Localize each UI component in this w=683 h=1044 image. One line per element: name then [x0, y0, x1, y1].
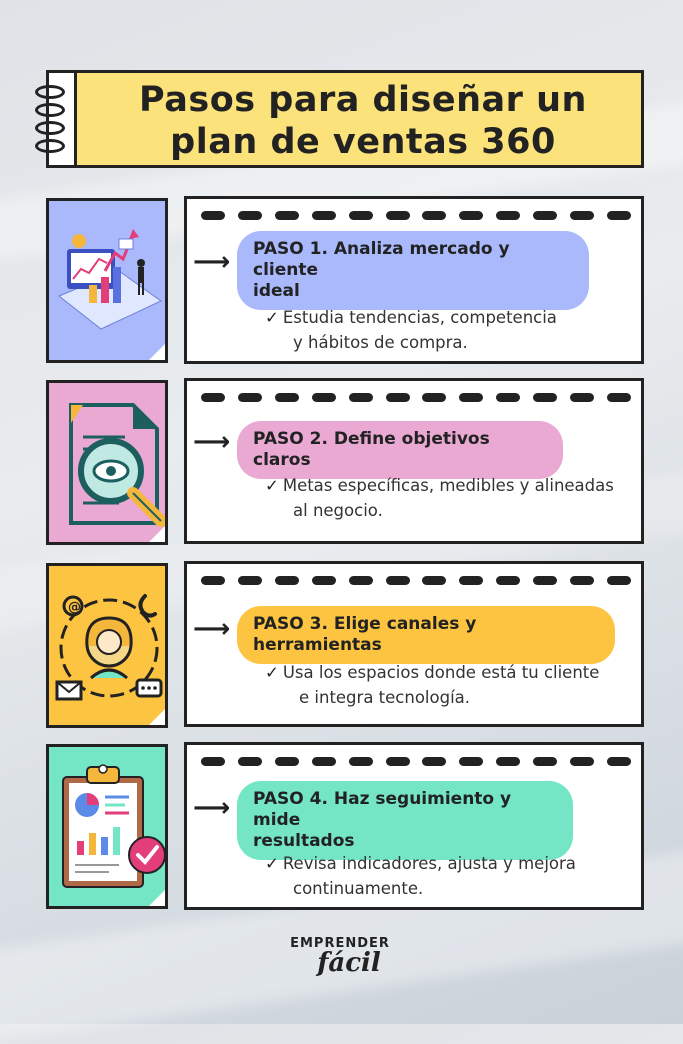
arrow-right-icon: ⟶: [193, 427, 231, 457]
arrow-right-icon: ⟶: [193, 793, 231, 823]
page-title: Pasos para diseñar un plan de ventas 360: [139, 80, 587, 162]
analytics-dashboard-icon: [58, 229, 162, 330]
title-banner: Pasos para diseñar un plan de ventas 360: [35, 70, 644, 168]
customer-channels-icon: @: [55, 594, 163, 701]
notebook-holes: [201, 757, 631, 767]
step-3-label: PASO 3. Elige canales y herramientas: [237, 606, 615, 664]
notebook-spine: [35, 73, 77, 165]
spiral-ring-icon: [35, 85, 65, 99]
step-3-description: ✓Usa los espacios donde está tu cliente …: [265, 663, 600, 707]
checkmark-icon: ✓: [265, 854, 279, 873]
notebook-holes: [201, 211, 631, 221]
notebook-holes: [201, 393, 631, 403]
step-1-card: ⟶ PASO 1. Analiza mercado y cliente idea…: [184, 196, 644, 364]
brand-logo: EMPRENDER fácil: [290, 936, 390, 978]
checkmark-icon: ✓: [265, 663, 279, 682]
notebook-holes: [201, 576, 631, 586]
step-2-icon-card: [46, 380, 168, 545]
spiral-ring-icon: [35, 103, 65, 117]
step-4-card: ⟶ PASO 4. Haz seguimiento y mide resulta…: [184, 742, 644, 910]
arrow-right-icon: ⟶: [193, 614, 231, 644]
spiral-ring-icon: [35, 139, 65, 153]
spiral-ring-icon: [35, 121, 65, 135]
step-1-description: ✓Estudia tendencias, competencia y hábit…: [265, 308, 557, 352]
step-4-label: PASO 4. Haz seguimiento y mide resultado…: [237, 781, 573, 860]
svg-text:@: @: [68, 600, 81, 615]
step-1-icon-card: [46, 198, 168, 363]
step-3-icon-card: @: [46, 563, 168, 728]
arrow-right-icon: ⟶: [193, 247, 231, 277]
step-3-card: ⟶ PASO 3. Elige canales y herramientas ✓…: [184, 561, 644, 727]
step-1-label: PASO 1. Analiza mercado y cliente ideal: [237, 231, 589, 310]
document-magnifier-eye-icon: [69, 403, 165, 527]
step-4-icon-card: [46, 744, 168, 909]
step-2-card: ⟶ PASO 2. Define objetivos claros ✓Metas…: [184, 378, 644, 544]
checkmark-icon: ✓: [265, 476, 279, 495]
checkmark-icon: ✓: [265, 308, 279, 327]
step-4-description: ✓Revisa indicadores, ajusta y mejora con…: [265, 854, 576, 898]
clipboard-report-check-icon: [62, 764, 165, 888]
step-2-label: PASO 2. Define objetivos claros: [237, 421, 563, 479]
step-2-description: ✓Metas específicas, medibles y alineadas…: [265, 476, 614, 520]
